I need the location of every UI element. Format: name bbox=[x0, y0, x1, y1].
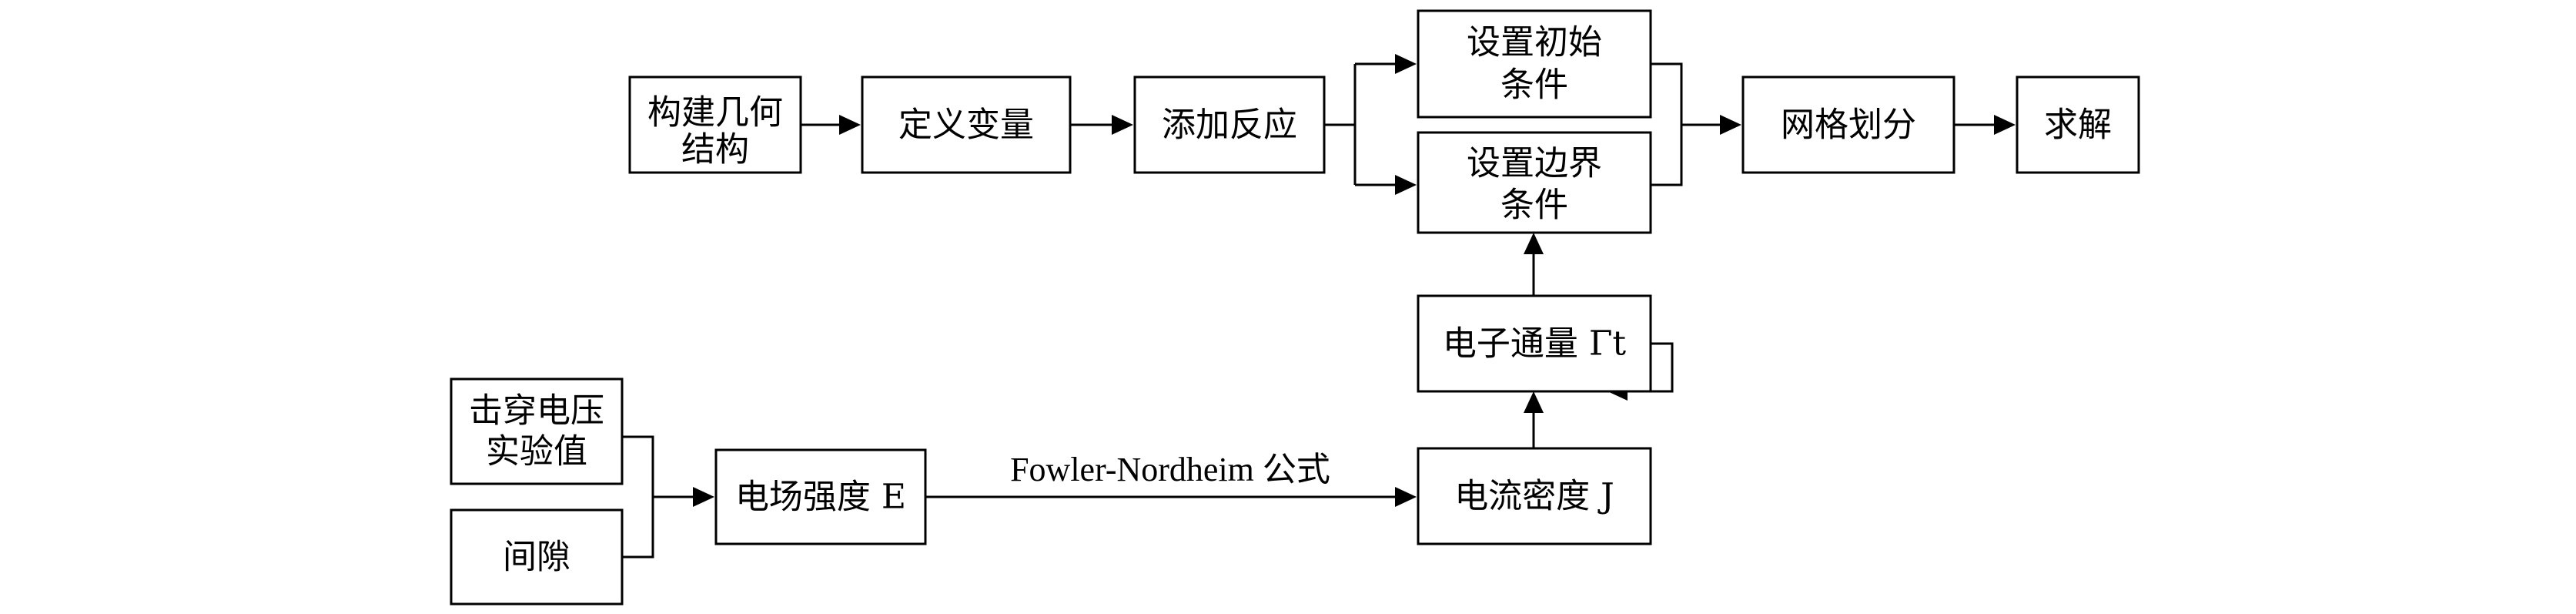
node-meshing-label: 网格划分 bbox=[1781, 106, 1916, 145]
node-current-density: 电流密度 J bbox=[1417, 447, 1652, 545]
node-electron-flux-label: 电子通量 Γt bbox=[1443, 324, 1627, 364]
edge-add-reaction-split bbox=[1324, 54, 1417, 195]
node-electron-flux: 电子通量 Γt bbox=[1417, 294, 1652, 393]
edge-label-fowler-nordheim: Fowler-Nordheim 公式 bbox=[1010, 451, 1330, 488]
edge-field-strength-to-current-density bbox=[925, 487, 1417, 507]
edge-conditions-merge-to-meshing bbox=[1651, 62, 1741, 186]
node-initial-conditions-line-2: 条件 bbox=[1500, 65, 1568, 105]
edge-current-density-to-electron-flux bbox=[1524, 391, 1544, 448]
node-solve: 求解 bbox=[2016, 75, 2140, 174]
node-initial-conditions: 设置初始 条件 bbox=[1417, 9, 1652, 119]
node-breakdown-voltage-line-1: 击穿电压 bbox=[469, 391, 604, 431]
node-boundary-conditions: 设置边界 条件 bbox=[1417, 131, 1652, 234]
node-field-strength-label: 电场强度 E bbox=[735, 478, 906, 517]
node-initial-conditions-line-1: 设置初始 bbox=[1467, 23, 1602, 62]
node-define-variables-label: 定义变量 bbox=[898, 106, 1034, 145]
edge-meshing-to-solve bbox=[1954, 115, 2016, 135]
node-meshing: 网格划分 bbox=[1741, 75, 1955, 174]
node-add-reaction-label: 添加反应 bbox=[1162, 106, 1297, 145]
nodes: 构建几何 结构 定义变量 添加反应 设置初始 条件 设置边界 条件 网格划分 bbox=[450, 9, 2140, 606]
node-boundary-conditions-line-2: 条件 bbox=[1500, 186, 1568, 225]
node-solve-label: 求解 bbox=[2044, 106, 2112, 145]
node-build-geometry-line-2: 结构 bbox=[681, 130, 749, 169]
node-field-strength: 电场强度 E bbox=[714, 448, 927, 545]
node-define-variables: 定义变量 bbox=[861, 75, 1072, 174]
edge-electron-flux-to-boundary-conditions bbox=[1524, 233, 1544, 296]
edge-inputs-merge-to-field-strength bbox=[622, 435, 714, 559]
node-breakdown-voltage: 击穿电压 实验值 bbox=[450, 377, 624, 485]
node-add-reaction: 添加反应 bbox=[1133, 75, 1326, 174]
node-breakdown-voltage-line-2: 实验值 bbox=[486, 432, 587, 471]
node-build-geometry: 构建几何 结构 bbox=[628, 75, 802, 174]
node-build-geometry-line-1: 构建几何 bbox=[647, 93, 783, 133]
node-gap: 间隙 bbox=[450, 508, 624, 606]
node-gap-label: 间隙 bbox=[503, 538, 570, 577]
node-boundary-conditions-line-1: 设置边界 bbox=[1467, 144, 1602, 183]
edge-define-variables-to-add-reaction bbox=[1070, 115, 1133, 135]
edge-build-geometry-to-define-variables bbox=[801, 115, 861, 135]
node-current-density-label: 电流密度 J bbox=[1454, 477, 1614, 516]
connectors bbox=[622, 54, 2016, 559]
